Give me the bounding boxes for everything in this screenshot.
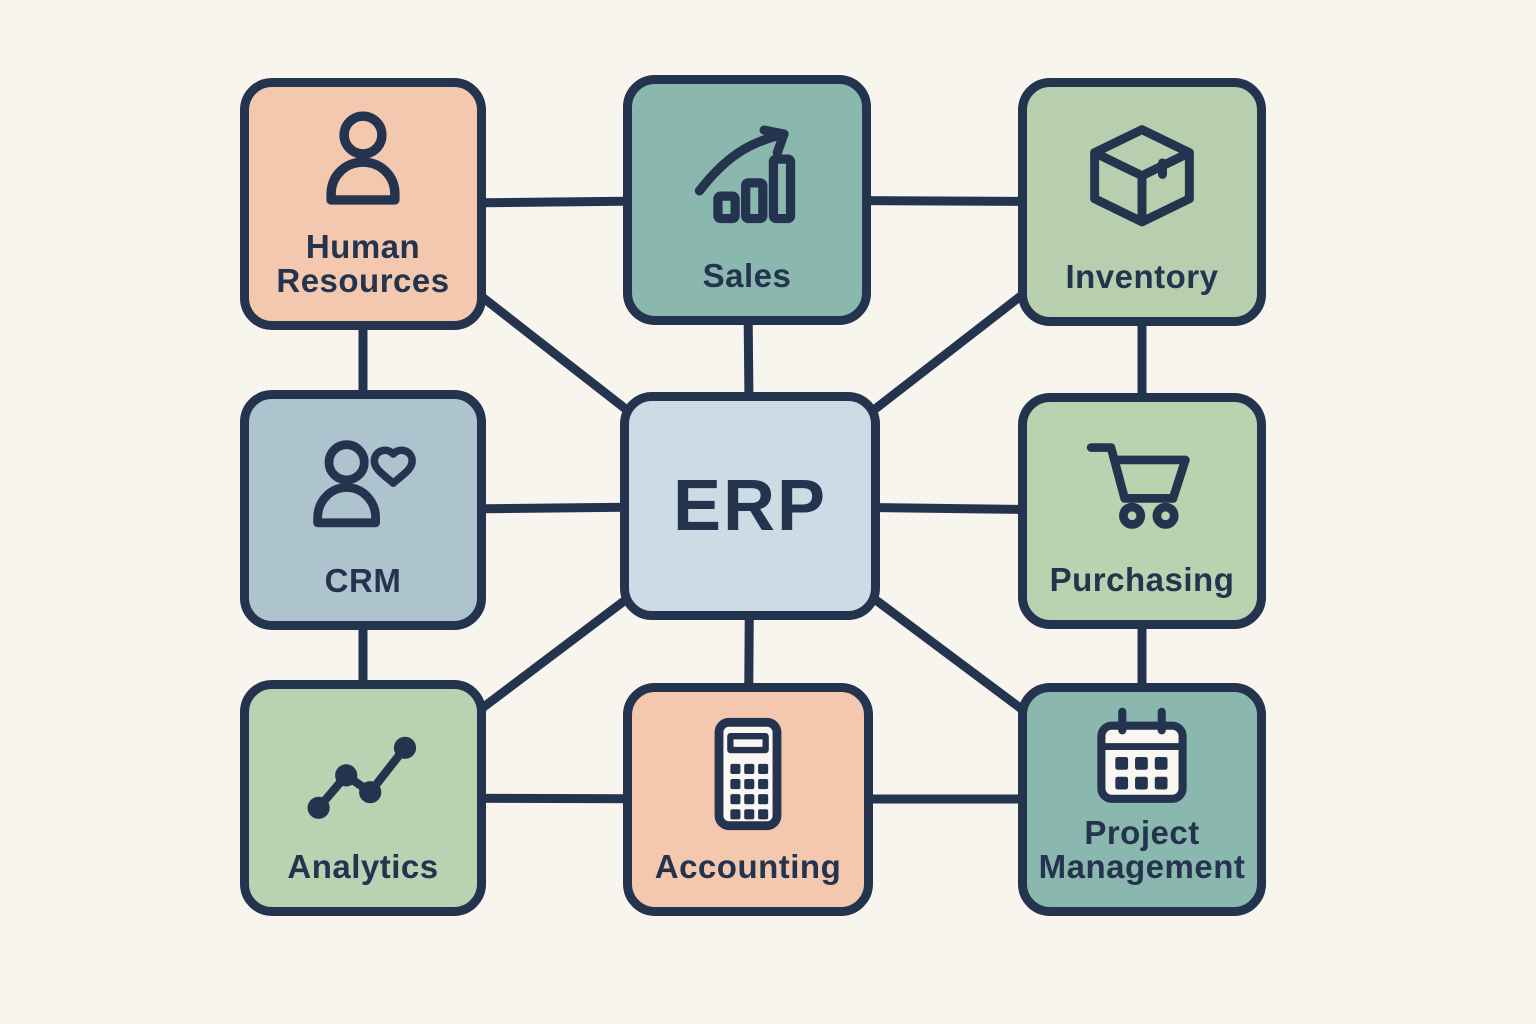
calculator-icon xyxy=(632,692,864,850)
node-erp-center: ERP xyxy=(620,392,880,620)
node-label: Inventory xyxy=(1065,258,1219,296)
erp-title: ERP xyxy=(672,466,828,546)
node-crm: CRM xyxy=(240,390,486,630)
node-label: Purchasing xyxy=(1049,561,1235,599)
node-inventory: Inventory xyxy=(1018,78,1266,326)
node-purchasing: Purchasing xyxy=(1018,393,1266,629)
node-project-management: Project Management xyxy=(1018,683,1266,916)
growth-chart-icon xyxy=(632,84,862,259)
node-analytics: Analytics xyxy=(240,680,486,916)
node-label: Sales xyxy=(702,257,792,295)
node-label: Analytics xyxy=(287,848,439,886)
node-sales: Sales xyxy=(623,75,871,325)
line-graph-icon xyxy=(249,689,477,850)
node-accounting: Accounting xyxy=(623,683,873,916)
calendar-icon xyxy=(1027,692,1257,816)
node-label: Project Management xyxy=(1038,813,1246,886)
node-label: Accounting xyxy=(654,848,842,886)
node-human-resources: Human Resources xyxy=(240,78,486,330)
package-box-icon xyxy=(1027,87,1257,260)
shopping-cart-icon xyxy=(1027,402,1257,563)
node-label: CRM xyxy=(324,562,402,600)
person-icon xyxy=(249,87,477,230)
node-label: Human Resources xyxy=(276,227,450,300)
person-heart-icon xyxy=(249,399,477,564)
